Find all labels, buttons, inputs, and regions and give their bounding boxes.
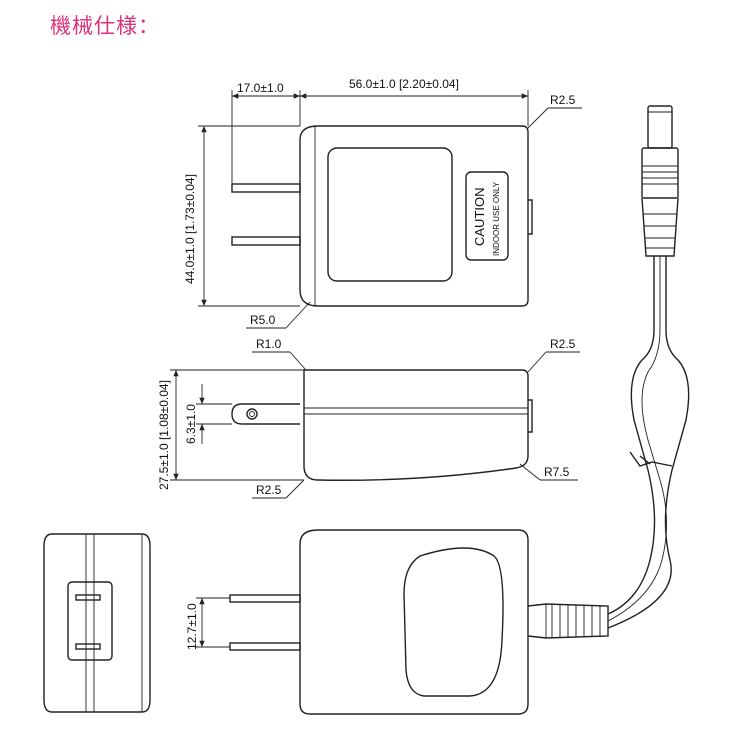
top-label-recess: [327, 147, 453, 282]
plug-slot-lower: [75, 643, 101, 650]
side-view: 27.5±1.0 [1.08±0.04] 6.3±1.0 R1.0 R2.5 R…: [157, 337, 580, 499]
dim-depth: 27.5±1.0 [1.08±0.04]: [157, 380, 171, 490]
radius-bottom-right: R7.5: [544, 465, 570, 479]
radius-top-right: R2.5: [550, 337, 576, 351]
leader-line: [285, 301, 311, 329]
plug-slot-upper: [75, 594, 101, 601]
radius-bottom-left: R5.0: [250, 313, 276, 327]
leader-line: [285, 479, 305, 499]
top-prong-lower: [231, 236, 301, 246]
caution-title: CAUTION: [472, 188, 487, 247]
side-prong-hole-inner: [249, 411, 255, 417]
dim-prong-length: 17.0±1.0: [237, 81, 284, 95]
dc-plug-body: [641, 147, 679, 199]
perspective-body-outline: [299, 529, 529, 715]
section-heading: 機械仕様：: [50, 14, 160, 38]
top-prong-upper: [231, 183, 301, 193]
strain-relief: [527, 603, 609, 639]
dc-plug-boot: [641, 197, 679, 257]
cable-tie: [629, 451, 673, 467]
leader-line: [289, 351, 307, 371]
top-body-outline: [299, 125, 529, 307]
perspective-view: 12.7±1.0: [185, 529, 609, 715]
dim-height: 44.0±1.0 [1.73±0.04]: [183, 174, 197, 284]
leader-line: [527, 351, 547, 373]
perspective-label-recess: [403, 547, 504, 697]
radius-top-left: R1.0: [256, 337, 282, 351]
front-body-outline: [43, 533, 151, 713]
caution-label-box: [465, 171, 509, 261]
perspective-prong-lower: [229, 642, 301, 651]
side-prong: [231, 403, 300, 425]
leader-line: [527, 107, 549, 129]
side-prong-hole: [246, 408, 258, 420]
dim-prong-spacing: 12.7±1.0: [185, 603, 199, 650]
side-body-outline: [303, 369, 529, 481]
side-button: [528, 399, 533, 433]
perspective-prong-upper: [229, 594, 301, 603]
radius-top-right: R2.5: [550, 93, 576, 107]
leader-line: [519, 463, 541, 481]
dim-prong-offset: 6.3±1.0: [184, 404, 198, 444]
top-view: CAUTION INDOOR USE ONLY 17.0±1.0 56.0±1.…: [183, 77, 582, 329]
plug-face-recess: [67, 581, 113, 661]
dim-body-width: 56.0±1.0 [2.20±0.04]: [349, 77, 459, 91]
power-cable: [607, 256, 690, 629]
dc-plug: [641, 105, 679, 257]
radius-bottom-left: R2.5: [256, 483, 282, 497]
top-side-button: [528, 199, 533, 235]
front-view: [43, 533, 151, 713]
caution-subtext: INDOOR USE ONLY: [492, 181, 501, 256]
